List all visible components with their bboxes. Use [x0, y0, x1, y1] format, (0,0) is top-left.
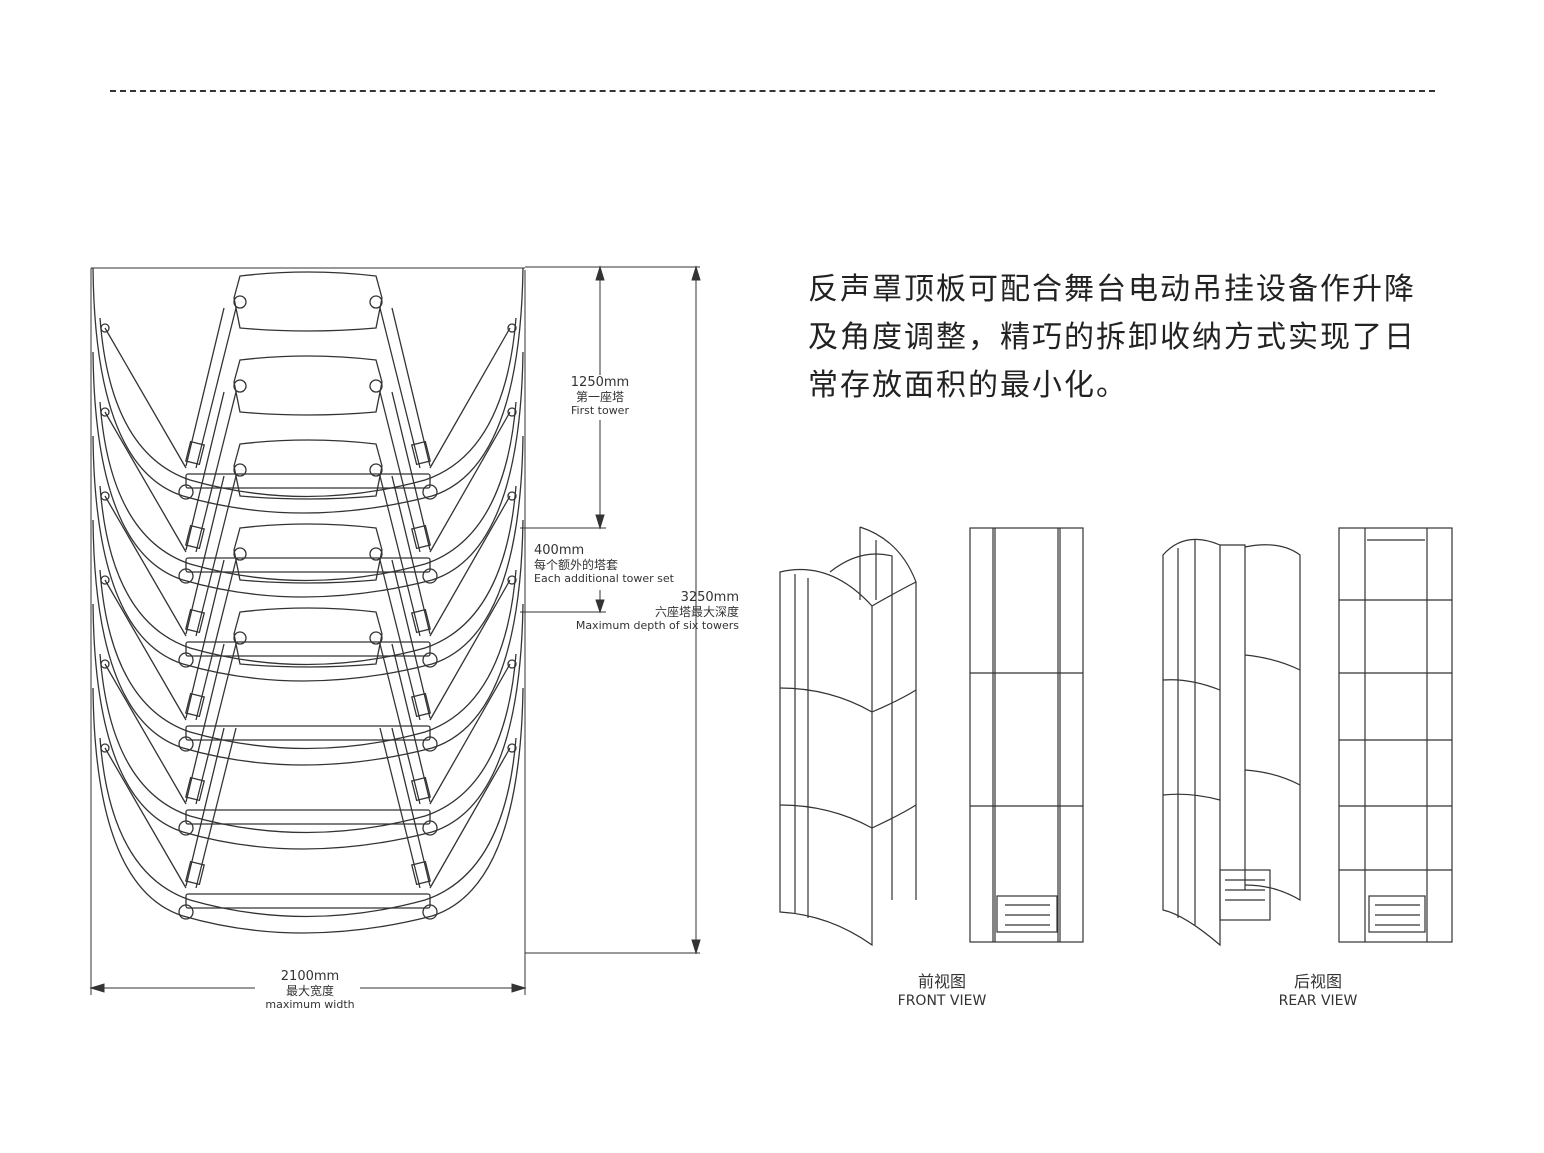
first-tower-en: First tower: [571, 404, 629, 417]
max-depth-label: 3250mm 六座塔最大深度 Maximum depth of six towe…: [555, 591, 739, 633]
tower-shell: [92, 687, 524, 934]
tower-shell: [92, 519, 524, 766]
rear-view-isometric: [1162, 538, 1301, 947]
max-depth-en: Maximum depth of six towers: [575, 619, 739, 632]
additional-tower-label: 400mm 每个额外的塔套 Each additional tower set: [534, 544, 694, 586]
front-view-en: FRONT VIEW: [897, 993, 987, 1009]
max-width-value: 2100mm: [280, 969, 340, 984]
max-depth-value: 3250mm: [680, 590, 739, 605]
rear-view-elevation: [1338, 527, 1453, 943]
tower-shell: [92, 351, 524, 598]
rear-view-caption: 后视图 REAR VIEW: [1256, 972, 1380, 1010]
first-tower-zh: 第一座塔: [575, 390, 624, 404]
first-tower-label: 1250mm 第一座塔 First tower: [552, 376, 648, 418]
max-depth-zh: 六座塔最大深度: [654, 605, 739, 619]
additional-tower-value: 400mm: [534, 543, 585, 558]
tower-shell: [92, 435, 524, 682]
dashed-divider: [110, 90, 1435, 92]
rear-view-en: REAR VIEW: [1278, 993, 1358, 1009]
front-view-isometric: [779, 526, 917, 947]
max-width-label: 2100mm 最大宽度 maximum width: [250, 970, 370, 1012]
first-tower-value: 1250mm: [570, 375, 630, 390]
description-line: 常存放面积的最小化。: [808, 368, 1128, 403]
description-line: 及角度调整，精巧的拆卸收纳方式实现了日: [808, 320, 1416, 355]
description-line: 反声罩顶板可配合舞台电动吊挂设备作升降: [808, 272, 1416, 307]
max-width-en: maximum width: [265, 998, 355, 1011]
additional-tower-en: Each additional tower set: [534, 572, 674, 585]
stacked-towers-plan: [92, 267, 524, 934]
front-view-elevation: [969, 527, 1084, 943]
description-paragraph: 反声罩顶板可配合舞台电动吊挂设备作升降 及角度调整，精巧的拆卸收纳方式实现了日 …: [808, 266, 1428, 410]
front-view-caption: 前视图 FRONT VIEW: [880, 972, 1004, 1010]
front-view-zh: 前视图: [917, 972, 966, 991]
tower-shell: [92, 267, 524, 514]
tower-shell: [92, 603, 524, 850]
dimension-lines: [89, 265, 701, 995]
additional-tower-zh: 每个额外的塔套: [534, 558, 619, 572]
rear-view-zh: 后视图: [1293, 972, 1342, 991]
max-width-zh: 最大宽度: [285, 984, 334, 998]
